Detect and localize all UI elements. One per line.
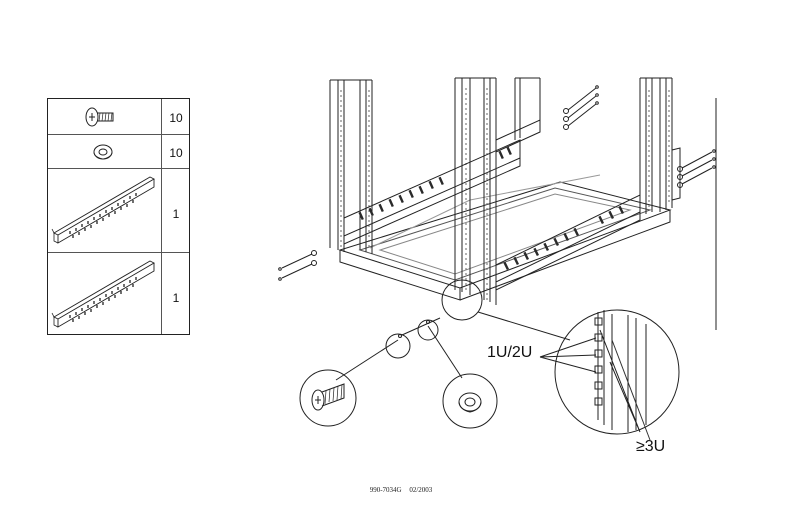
rail-perforations-rear-left	[358, 146, 512, 221]
screws-right	[671, 147, 716, 201]
parts-table: 10 10 1 1	[47, 98, 190, 335]
quantity-cage-nut: 10	[169, 146, 183, 160]
mounting-rail-front-right	[495, 194, 641, 291]
parts-row-rail-1: 1	[48, 169, 189, 253]
document-number: 990-7034G	[369, 486, 402, 494]
rail-perforations	[358, 146, 625, 271]
document-footer: 990-7034G 02/2003	[0, 486, 802, 494]
rail-perforations-front-right	[503, 205, 625, 271]
rear-left-post	[329, 79, 373, 254]
parts-row-cage-nut: 10	[48, 135, 189, 169]
rack-base	[338, 174, 672, 301]
mounting-rail-rear-upper	[495, 119, 541, 153]
zoomed-screw	[299, 369, 357, 427]
callout-1u-2u: 1U/2U	[487, 344, 533, 361]
zoomed-washer	[442, 373, 498, 429]
screws-rear-top	[563, 85, 599, 130]
right-post	[639, 77, 673, 215]
screws-rear-left	[278, 250, 317, 281]
screw-icon	[85, 107, 114, 127]
zoom-leaders	[335, 319, 463, 381]
document-date: 02/2003	[409, 486, 433, 494]
parts-row-rail-2: 1	[48, 253, 189, 336]
callout-leaders	[539, 329, 641, 433]
rear-inner-post	[514, 77, 541, 140]
parts-row-screw: 10	[48, 99, 189, 135]
mounting-rail-rear-left	[343, 139, 521, 245]
front-post	[454, 77, 497, 305]
callout-3u-or-more: ≥3U	[636, 438, 666, 455]
detail-leader-line	[477, 311, 571, 341]
quantity-rail-2: 1	[172, 291, 180, 305]
quantity-rail-1: 1	[172, 207, 180, 221]
parts-table-divider	[161, 99, 162, 334]
magnified-detail-view	[554, 309, 680, 441]
quantity-screw: 10	[169, 111, 183, 125]
detail-highlight-circle	[441, 279, 483, 321]
rail-icon	[51, 260, 155, 328]
washer-icon	[93, 144, 113, 160]
rail-icon	[51, 176, 155, 244]
